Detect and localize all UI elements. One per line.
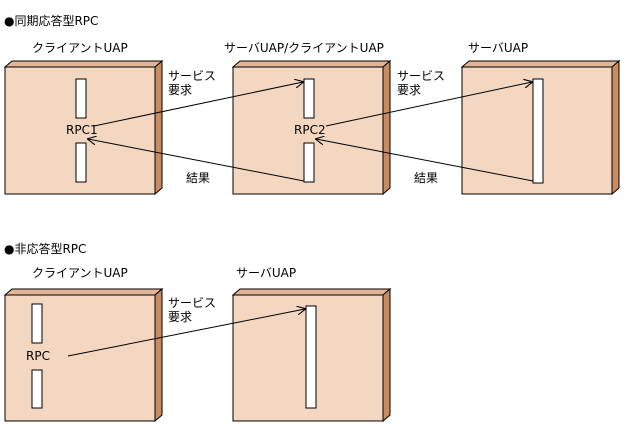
- process-bar-bottom: [75, 142, 87, 183]
- box-top: [231, 60, 392, 68]
- request-label-async-a: サービス: [168, 296, 216, 310]
- box-side: [382, 59, 391, 196]
- process-bar-bottom: [303, 142, 315, 183]
- process-bar-top: [31, 303, 43, 344]
- request-arrow-2: [325, 82, 532, 127]
- process-bar: [532, 78, 544, 184]
- process-bar-top: [303, 78, 315, 119]
- process-bar: [305, 305, 317, 409]
- request-label-2b: 要求: [397, 83, 421, 97]
- client-uap-box: RPC1: [3, 59, 164, 196]
- result-label-2: 結果: [414, 171, 438, 185]
- request-label-1b: 要求: [168, 83, 192, 97]
- box-top: [460, 60, 621, 68]
- server-uap-label: サーバUAP: [468, 41, 528, 55]
- client-uap-label: クライアントUAP: [32, 41, 128, 55]
- request-label-async-b: 要求: [168, 310, 192, 324]
- section-title-async: ●非応答型RPC: [4, 241, 86, 256]
- box-top: [231, 288, 392, 296]
- result-label-1: 結果: [186, 171, 210, 185]
- process-bar-top: [75, 78, 87, 119]
- box-side: [382, 287, 391, 423]
- client-uap-label-2: クライアントUAP: [32, 266, 128, 280]
- server-uap-box: [460, 59, 621, 196]
- middle-uap-box: RPC2: [231, 59, 392, 196]
- request-label-1a: サービス: [168, 69, 216, 83]
- client-uap-box-2: RPC: [3, 287, 164, 423]
- section-title-sync: ●同期応答型RPC: [4, 13, 98, 28]
- process-bar-bottom: [31, 369, 43, 409]
- result-arrow-1: [88, 139, 305, 182]
- box-side: [154, 287, 163, 423]
- result-arrow-2: [316, 139, 534, 182]
- server-uap-box-2: [231, 287, 392, 423]
- request-arrow-async: [67, 309, 305, 357]
- middle-uap-label: サーバUAP/クライアントUAP: [224, 41, 384, 55]
- box-side: [611, 59, 620, 196]
- box-top: [3, 60, 164, 68]
- rpc-label: RPC: [26, 349, 50, 363]
- request-arrow-1: [93, 82, 303, 127]
- request-label-2a: サービス: [397, 69, 445, 83]
- server-uap-label-2: サーバUAP: [236, 266, 296, 280]
- box-top: [3, 288, 164, 296]
- box-side: [154, 59, 163, 196]
- rpc1-label: RPC1: [66, 123, 98, 137]
- rpc2-label: RPC2: [294, 123, 326, 137]
- box-face: [4, 294, 156, 422]
